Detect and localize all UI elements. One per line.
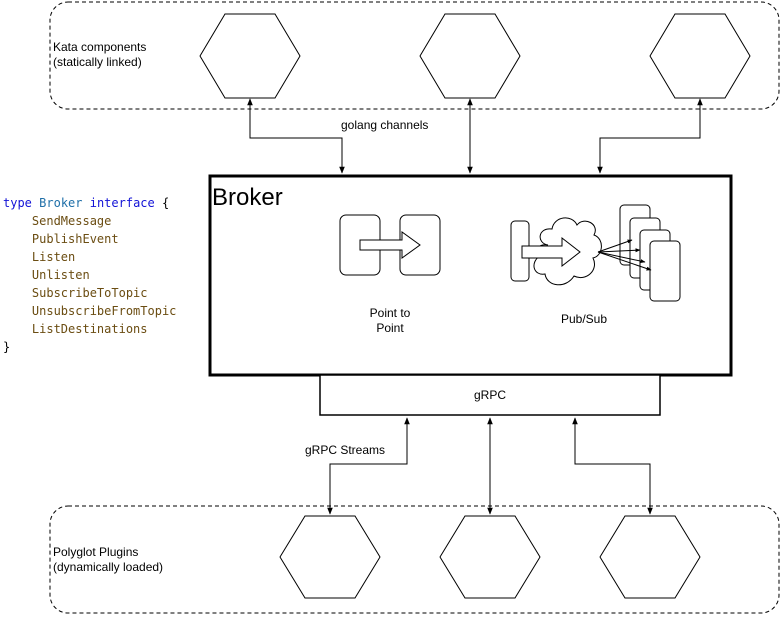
- code-keyword-type: type: [3, 196, 32, 210]
- point-to-point-icon: [339, 214, 441, 276]
- point-to-point-label-line2: Point: [376, 321, 404, 335]
- grpc-box: gRPC: [319, 374, 661, 416]
- code-keyword-interface: interface: [89, 196, 155, 210]
- code-method: SubscribeToTopic: [31, 286, 148, 300]
- golang-channel-connectors: [247, 98, 703, 174]
- plugin-hexagon: [599, 515, 701, 599]
- point-to-point-label-line1: Point to: [370, 306, 411, 320]
- kata-group-label-line2: (statically linked): [53, 55, 142, 69]
- grpc-label: gRPC: [474, 388, 506, 402]
- code-method: ListDestinations: [31, 322, 148, 336]
- plugins-group-label-line2: (dynamically loaded): [53, 560, 163, 574]
- connector-arrow: [247, 98, 345, 174]
- kata-component-hexagon: [199, 13, 301, 99]
- golang-channels-label: golang channels: [341, 118, 428, 132]
- kata-group-label-line1: Kata components: [53, 40, 146, 54]
- connector-arrow: [597, 98, 703, 174]
- broker-interface-code: type Broker interface { SendMessage Publ…: [3, 194, 176, 356]
- grpc-streams-label: gRPC Streams: [305, 443, 385, 457]
- plugin-hexagon: [279, 515, 381, 599]
- kata-component-hexagon: [419, 13, 521, 99]
- code-method: UnsubscribeFromTopic: [31, 304, 177, 318]
- grpc-stream-connectors: [327, 417, 653, 515]
- code-method: PublishEvent: [31, 232, 119, 246]
- plugins-group-label-line1: Polyglot Plugins: [53, 545, 138, 559]
- code-open-brace: {: [162, 196, 170, 210]
- code-type-name: Broker: [39, 196, 83, 210]
- connector-arrow: [572, 417, 653, 515]
- pub-sub-label: Pub/Sub: [561, 312, 607, 326]
- code-close-brace: }: [3, 340, 11, 354]
- connector-arrow: [327, 417, 410, 515]
- plugin-hexagon: [439, 515, 541, 599]
- code-method: Listen: [31, 250, 76, 264]
- code-method: SendMessage: [31, 214, 112, 228]
- pub-sub-icon: [510, 204, 681, 302]
- code-method: Unlisten: [31, 268, 90, 282]
- polyglot-plugins-group: Polyglot Plugins (dynamically loaded): [49, 505, 780, 614]
- broker-title: Broker: [212, 184, 283, 211]
- kata-components-group: Kata components (statically linked): [49, 1, 780, 110]
- kata-component-hexagon: [649, 13, 751, 99]
